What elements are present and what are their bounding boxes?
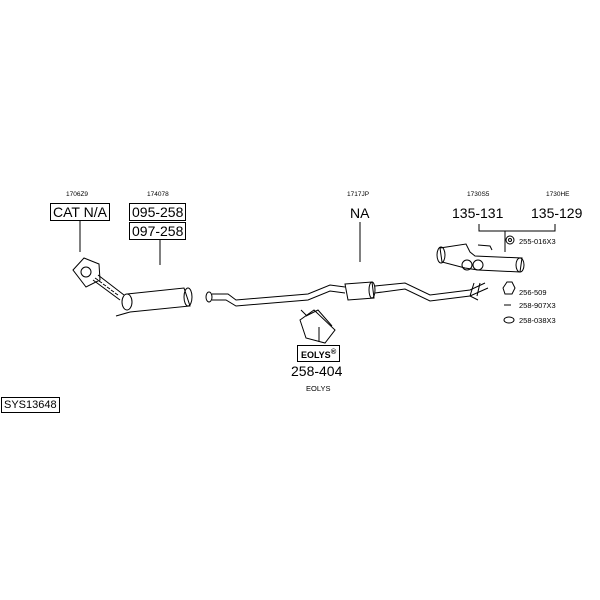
- centre-ref: 1717JP: [347, 191, 370, 198]
- accessory-label-3[interactable]: 258-907X3: [519, 301, 556, 310]
- rear-pipe: [469, 282, 481, 301]
- accessory-label-4[interactable]: 258-038X3: [519, 316, 556, 325]
- centre-label[interactable]: NA: [350, 205, 370, 221]
- centre-silencer: [344, 281, 489, 302]
- eolys-badge-mark: ®: [330, 347, 337, 356]
- rear-a-ref: 1730S5: [467, 191, 490, 198]
- filter-label-1[interactable]: 095-258: [129, 203, 187, 221]
- catalyst-part: [72, 257, 125, 301]
- filter-label-2[interactable]: 097-258: [129, 222, 187, 240]
- front-pipe: [205, 284, 346, 307]
- eolys-badge: EOLYS®: [297, 345, 341, 362]
- filter-ref: 174078: [147, 191, 169, 198]
- eolys-badge-text: EOLYS: [301, 350, 331, 360]
- additive-tank: [299, 309, 336, 344]
- accessory-icons: [502, 235, 516, 324]
- catalyst-ref: 1706Z9: [66, 191, 89, 198]
- additive-caption: EOLYS: [306, 384, 331, 393]
- accessory-label-1[interactable]: 255-016X3: [519, 237, 556, 246]
- rear-silencer: [436, 243, 525, 273]
- accessory-label-2[interactable]: 256-509: [519, 288, 547, 297]
- catalyst-label[interactable]: CAT N/A: [50, 203, 110, 221]
- additive-label[interactable]: 258-404: [291, 363, 343, 379]
- rear-a-label[interactable]: 135-131: [452, 205, 504, 221]
- filter-part: [115, 287, 193, 317]
- leader-rear: [478, 224, 556, 252]
- system-code: SYS13648: [1, 397, 60, 413]
- rear-b-ref: 1730HE: [546, 191, 570, 198]
- rear-b-label[interactable]: 135-129: [531, 205, 583, 221]
